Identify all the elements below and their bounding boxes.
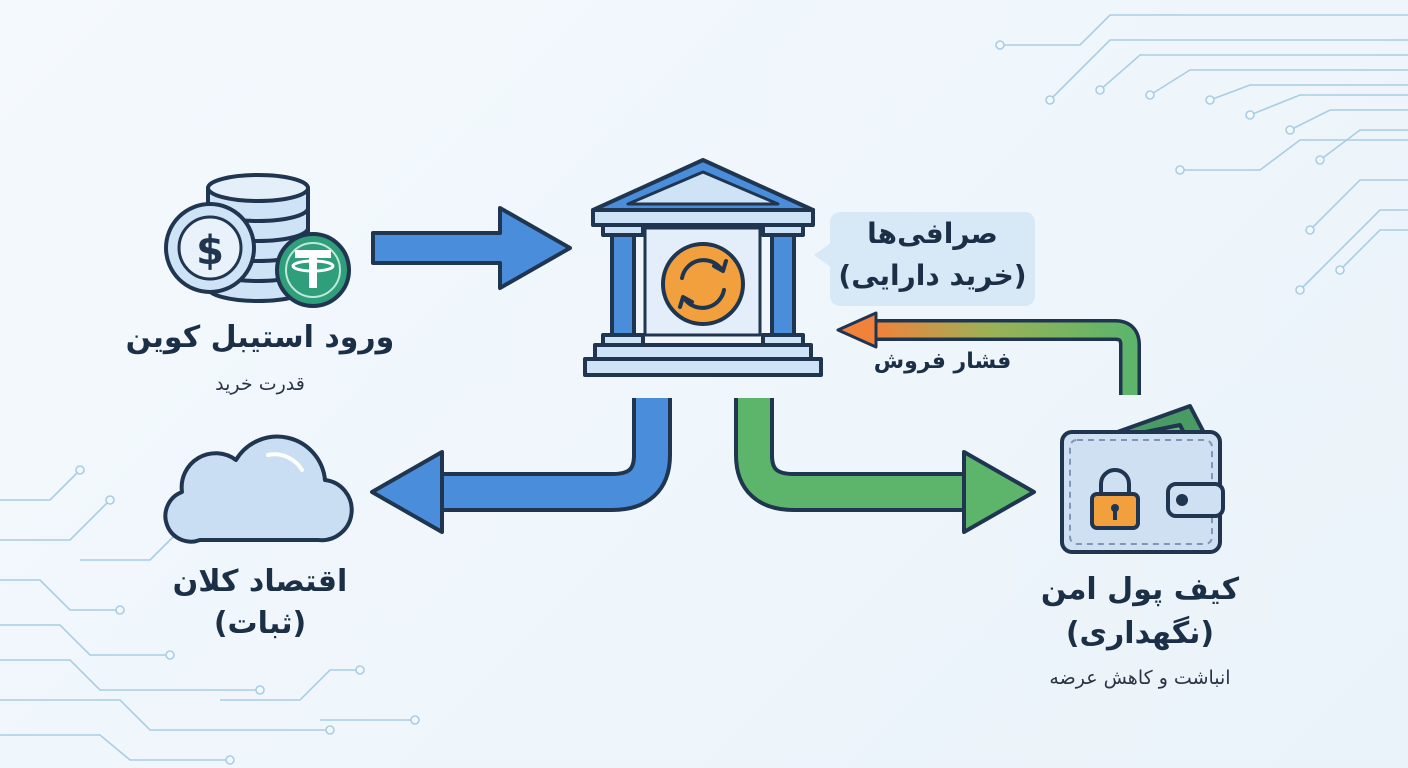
exchanges-label-bubble [830, 212, 1035, 306]
arrow-sell-pressure-head [836, 311, 878, 349]
wallet-icon [1060, 404, 1225, 554]
macro-subtitle: (ثبات) [213, 606, 307, 641]
exchange-arrows-icon [661, 242, 745, 326]
stablecoin-title: ورود استیبل کوین [125, 320, 395, 355]
arrow-exchange-to-wallet-head [962, 450, 1036, 534]
arrow-exchange-to-macro-fill [440, 398, 668, 508]
arrow-exchange-to-macro-head [370, 450, 444, 534]
wallet-title: کیف پول امن [1040, 572, 1240, 607]
circuit-nodes-bottom-left [75, 465, 420, 765]
wallet-subtitle: (نگهداری) [1065, 616, 1215, 651]
exchanges-subtitle: (خرید دارایی) [838, 259, 1027, 292]
svg-text:$: $ [196, 228, 224, 274]
circuit-nodes-top-right [995, 40, 1345, 295]
tether-coin-icon [275, 232, 351, 308]
wallet-caption: انباشت و کاهش عرضه [1049, 667, 1231, 689]
macro-title: اقتصاد کلان [172, 564, 348, 599]
arrow-sell-pressure-fill [876, 322, 1138, 395]
dollar-coin-icon: $ [164, 202, 256, 294]
lock-icon [1090, 468, 1140, 530]
cloud-icon [163, 434, 354, 544]
arrow-exchange-to-wallet-fill [738, 398, 966, 508]
stablecoin-subtitle: قدرت خرید [215, 373, 305, 395]
circuit-decoration-top-right [1000, 14, 1408, 291]
arrow-stablecoin-to-exchange [371, 206, 572, 290]
exchanges-label-bubble-tail [814, 243, 831, 267]
circuit-decoration-bottom-left [0, 469, 415, 761]
exchanges-title: صرافی‌ها [867, 217, 998, 250]
sell-pressure-label: فشار فروش [873, 349, 1012, 374]
